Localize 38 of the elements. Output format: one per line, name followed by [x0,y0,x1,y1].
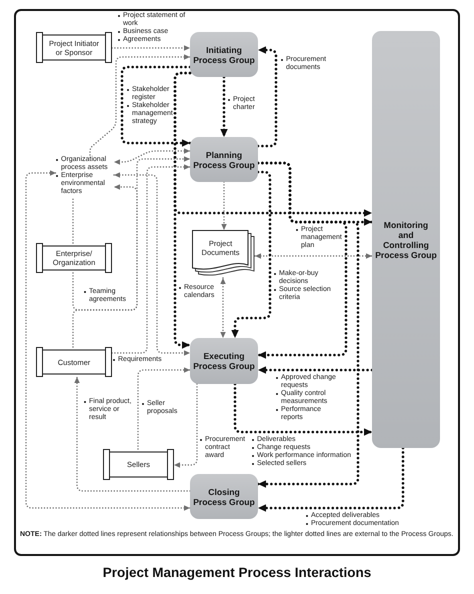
double-headed-arrow [220,277,226,339]
scroll-shape [103,449,174,480]
scroll-shape [36,243,112,273]
box-label: Planning Process Group [193,150,255,170]
dotted-arrow [89,54,191,156]
document-stack [192,230,255,278]
process-group-box [190,137,258,182]
dotted-arrow [120,66,192,147]
scroll-shape [36,347,112,377]
dotted-arrow [72,184,138,348]
dotted-arrow [173,383,198,468]
box-label: Monitoring and Controlling Process Group [375,220,437,260]
dotted-arrow [256,46,278,148]
dotted-arrow [137,367,191,450]
process-group-box [190,338,258,384]
double-headed-arrow [113,148,191,165]
dotted-arrow [221,181,227,231]
double-headed-arrow [25,170,191,511]
dotted-arrow [174,72,192,349]
scroll-shape [36,32,112,63]
box-label: Closing Process Group [193,486,255,506]
box-label: Initiating Process Group [193,44,255,64]
process-group-box [190,474,258,519]
dotted-arrow [256,446,404,512]
box-label: Executing Process Group [193,351,255,371]
dotted-arrow [234,382,374,436]
figure-caption: Project Management Process Interactions [102,565,372,581]
dotted-arrow [256,366,374,374]
dotted-arrow [256,162,360,488]
dotted-arrow [231,170,272,340]
process-group-box [372,31,440,448]
dotted-arrow [220,76,228,138]
double-headed-arrow [254,253,373,259]
dotted-line [72,198,74,244]
dotted-arrow [72,156,191,311]
dotted-arrow [74,376,191,492]
process-group-box [190,32,258,77]
dotted-arrow [111,45,191,51]
